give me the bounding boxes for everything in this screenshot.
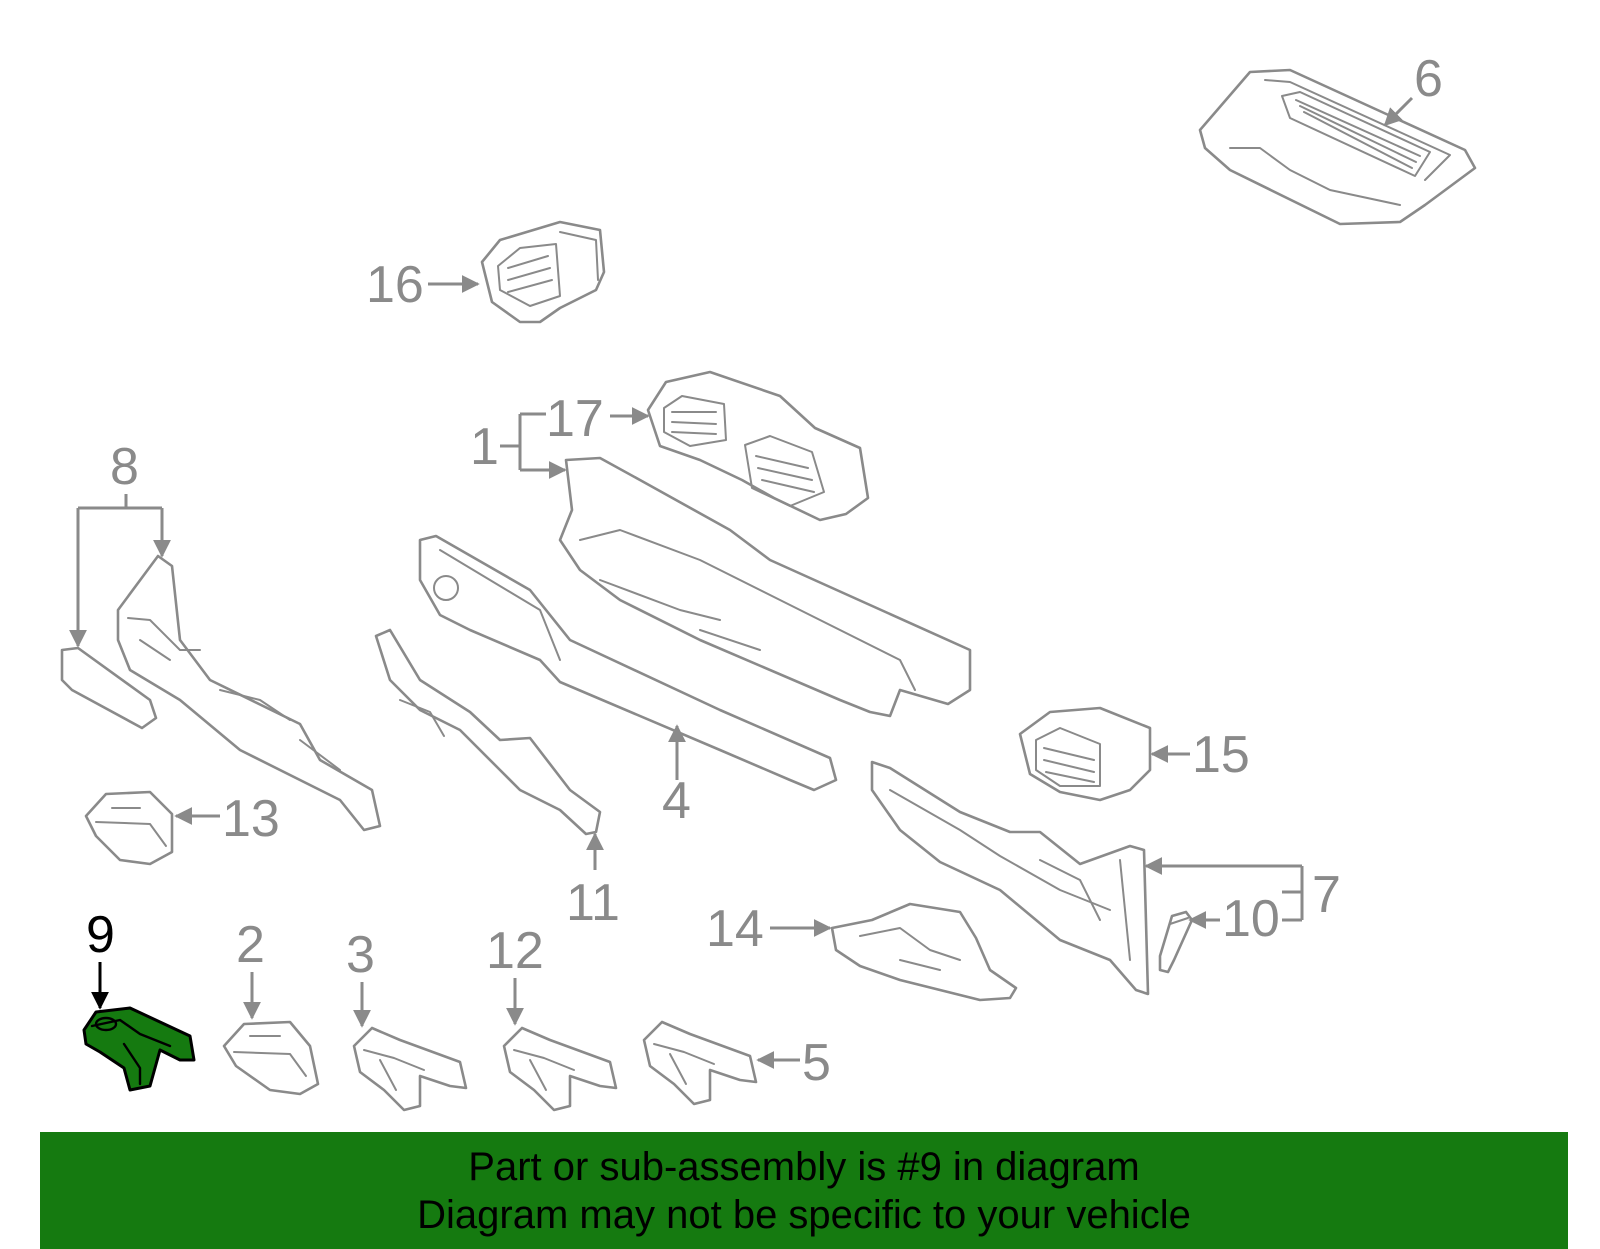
callout-13: 13: [222, 790, 280, 848]
part-15-side-vent[interactable]: [1018, 706, 1152, 802]
callout-1: 1: [470, 418, 499, 476]
part-9-clip-highlighted[interactable]: [82, 1006, 196, 1092]
callout-8: 8: [110, 438, 139, 496]
banner-line-disclaimer: Diagram may not be specific to your vehi…: [417, 1192, 1191, 1237]
callout-15: 15: [1192, 726, 1250, 784]
callout-16: 16: [366, 256, 424, 314]
callout-3: 3: [346, 926, 375, 984]
part-6-display-bezel[interactable]: [1198, 68, 1477, 226]
part-12-clip[interactable]: [502, 1026, 618, 1112]
part-13-clip[interactable]: [84, 790, 174, 866]
part-2-clip[interactable]: [222, 1020, 320, 1096]
part-4-trim-strip[interactable]: [418, 534, 838, 792]
callout-4: 4: [662, 772, 691, 830]
part-17-center-vents[interactable]: [646, 370, 870, 522]
part-16-air-vent[interactable]: [480, 220, 606, 324]
part-10-pin[interactable]: [1158, 910, 1194, 974]
part-7-right-lower-panel[interactable]: [870, 760, 1150, 996]
callout-11: 11: [566, 874, 620, 932]
callout-10: 10: [1222, 890, 1280, 948]
callout-5: 5: [802, 1034, 831, 1092]
callout-12: 12: [486, 922, 544, 980]
callout-7: 7: [1312, 866, 1341, 924]
callout-2: 2: [236, 916, 265, 974]
leader-lines: [69, 96, 1414, 1069]
part-5-clip[interactable]: [642, 1020, 758, 1106]
callout-9: 9: [86, 906, 115, 964]
callout-17: 17: [546, 390, 604, 448]
callout-14: 14: [706, 900, 764, 958]
part-11-bracket[interactable]: [374, 628, 602, 836]
part-8-left-lower-panel[interactable]: [60, 554, 382, 832]
part-3-clip[interactable]: [352, 1026, 468, 1112]
info-banner: Part or sub-assembly is #9 in diagram Di…: [40, 1132, 1568, 1249]
callout-6: 6: [1414, 50, 1443, 108]
part-1-upper-trim-panel[interactable]: [558, 456, 972, 718]
banner-line-part-number: Part or sub-assembly is #9 in diagram: [468, 1144, 1140, 1189]
part-14-lower-bracket[interactable]: [830, 902, 1018, 1002]
callout-labels: 6 16 17 1 8 4 15 13 11 7 10 14 9 2 3 12 …: [86, 50, 1443, 1092]
